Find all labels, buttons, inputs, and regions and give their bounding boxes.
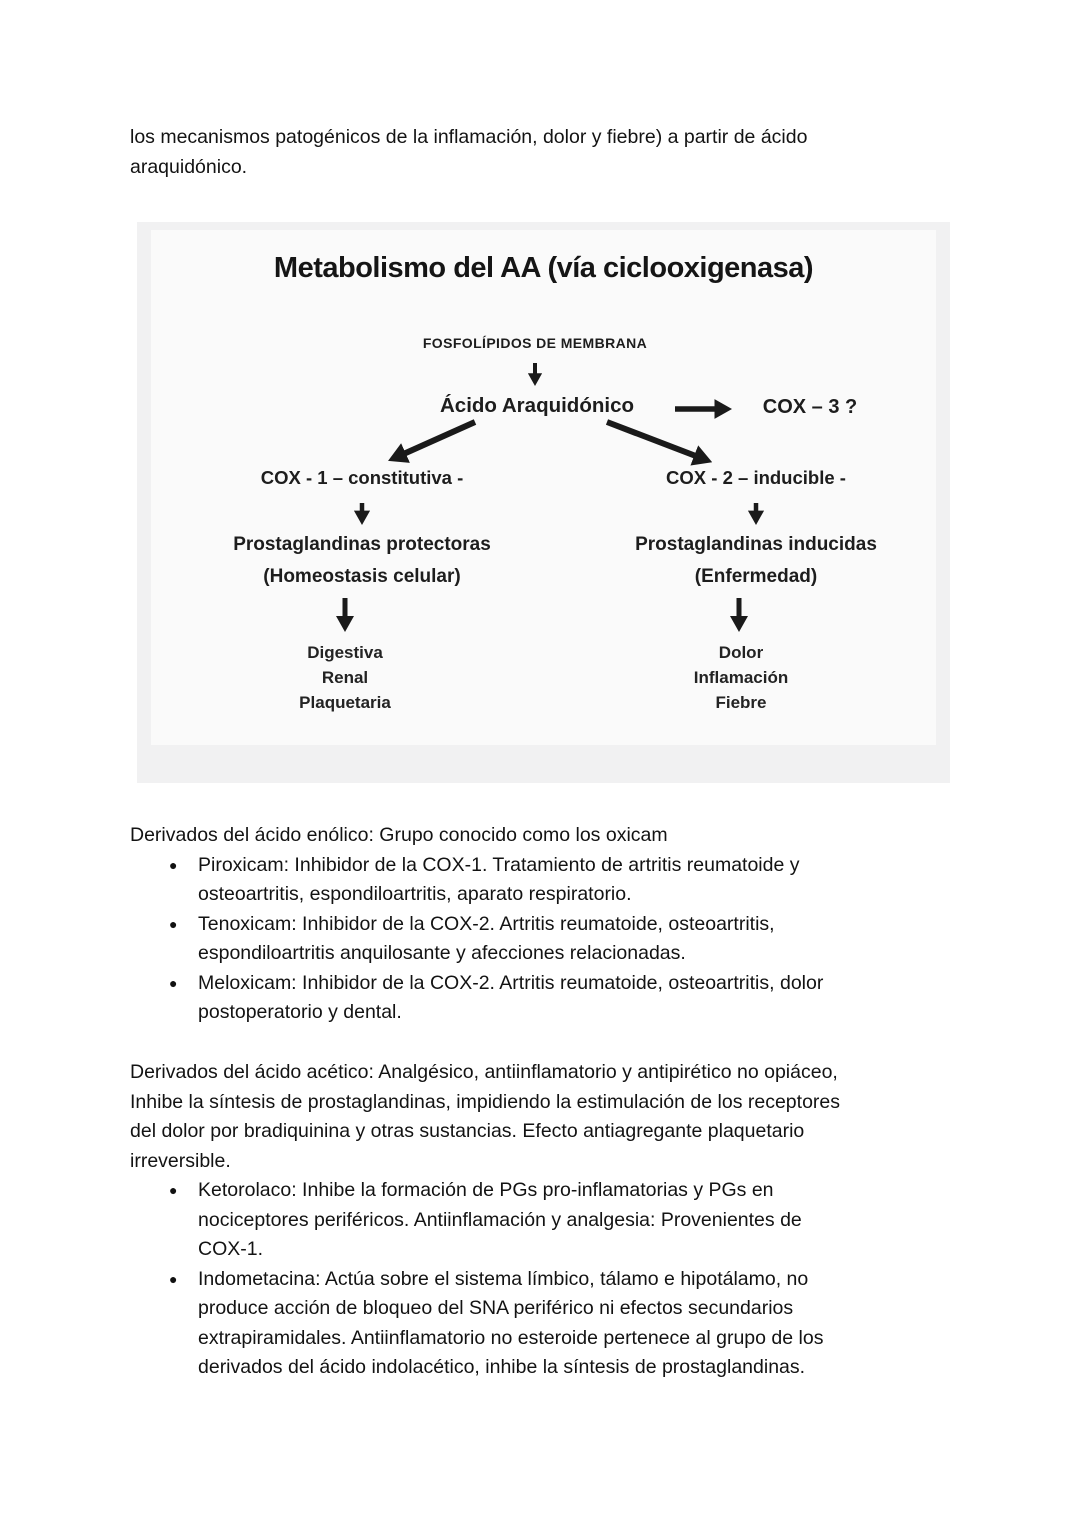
section-heading-line: del dolor por bradiquinina y otras susta… bbox=[130, 1120, 805, 1142]
diagram-slide-background bbox=[151, 230, 936, 745]
cox1-effects-list: Digestiva Renal Plaquetaria bbox=[299, 640, 391, 715]
cellular-homeostasis-label: (Homeostasis celular) bbox=[263, 566, 461, 587]
bullet-icon: ● bbox=[169, 1270, 178, 1287]
item-line: postoperatorio y dental. bbox=[198, 1001, 402, 1023]
list-item: ● Piroxicam: Inhibidor de la COX-1. Trat… bbox=[130, 851, 970, 910]
effect-item: Plaquetaria bbox=[299, 693, 391, 712]
item-line: Piroxicam: Inhibidor de la COX-1. Tratam… bbox=[198, 853, 800, 876]
membrane-phospholipids-label: FOSFOLÍPIDOS DE MEMBRANA bbox=[422, 335, 648, 351]
arachidonic-acid-node: Ácido Araquidónico bbox=[440, 394, 634, 417]
cox3-node: COX – 3 ? bbox=[762, 396, 858, 418]
section-acetic-derivatives: Derivados del ácido acético: Analgésico,… bbox=[130, 1058, 970, 1383]
item-line: nociceptores periféricos. Antiinflamació… bbox=[198, 1208, 802, 1231]
effect-item: Digestiva bbox=[307, 643, 383, 662]
list-item: ● Meloxicam: Inhibidor de la COX-2. Artr… bbox=[130, 969, 970, 1028]
induced-prostaglandins-label: Prostaglandinas inducidas bbox=[635, 534, 877, 555]
section-heading-line: Inhibe la síntesis de prostaglandinas, i… bbox=[130, 1090, 840, 1113]
section-heading: Derivados del ácido enólico: Grupo conoc… bbox=[130, 824, 668, 846]
item-line: Indometacina: Actúa sobre el sistema lím… bbox=[198, 1267, 809, 1290]
section-heading-line: Derivados del ácido acético: Analgésico,… bbox=[130, 1061, 838, 1083]
effect-item: Dolor bbox=[718, 643, 764, 662]
bullet-list: ● Ketorolaco: Inhibe la formación de PGs… bbox=[130, 1176, 970, 1383]
section-enolic-derivatives: Derivados del ácido enólico: Grupo conoc… bbox=[130, 821, 970, 1028]
protective-prostaglandins-label: Prostaglandinas protectoras bbox=[233, 534, 491, 555]
section-heading-line: irreversible. bbox=[130, 1149, 231, 1172]
item-line: COX-1. bbox=[198, 1238, 264, 1260]
item-line: Ketorolaco: Inhibe la formación de PGs p… bbox=[198, 1179, 774, 1201]
effect-item: Fiebre bbox=[715, 693, 767, 712]
bullet-icon: ● bbox=[169, 856, 178, 873]
item-line: Tenoxicam: Inhibidor de la COX-2. Artrit… bbox=[198, 912, 775, 935]
cox2-node: COX - 2 – inducible - bbox=[666, 467, 846, 488]
list-item: ● Ketorolaco: Inhibe la formación de PGs… bbox=[130, 1176, 970, 1265]
diagram-title: Metabolismo del AA (vía ciclooxigenasa) bbox=[273, 252, 814, 284]
list-item: ● Tenoxicam: Inhibidor de la COX-2. Artr… bbox=[130, 910, 970, 969]
item-line: osteoartritis, espondiloartritis, aparat… bbox=[198, 883, 632, 905]
cox1-node: COX - 1 – constitutiva - bbox=[260, 467, 464, 488]
cox2-effects-list: Dolor Inflamación Fiebre bbox=[694, 640, 788, 715]
bullet-icon: ● bbox=[169, 915, 178, 932]
bullet-icon: ● bbox=[169, 974, 178, 991]
bullet-icon: ● bbox=[169, 1182, 178, 1198]
effect-item: Inflamación bbox=[693, 668, 789, 687]
intro-paragraph: los mecanismos patogénicos de la inflama… bbox=[130, 122, 807, 182]
intro-line: araquidónico. bbox=[130, 156, 248, 178]
item-line: derivados del ácido indolacético, inhibe… bbox=[198, 1356, 806, 1378]
effect-item: Renal bbox=[321, 668, 369, 687]
intro-line: los mecanismos patogénicos de la inflama… bbox=[130, 126, 808, 148]
bullet-list: ● Piroxicam: Inhibidor de la COX-1. Trat… bbox=[130, 851, 970, 1028]
list-item: ● Indometacina: Actúa sobre el sistema l… bbox=[130, 1265, 970, 1383]
item-line: produce acción de bloqueo del SNA perifé… bbox=[198, 1297, 794, 1319]
metabolism-diagram: Metabolismo del AA (vía ciclooxigenasa) … bbox=[137, 222, 950, 783]
item-line: Meloxicam: Inhibidor de la COX-2. Artrit… bbox=[198, 971, 824, 994]
disease-label: (Enfermedad) bbox=[694, 566, 818, 587]
item-line: extrapiramidales. Antiinflamatorio no es… bbox=[198, 1326, 824, 1349]
item-line: espondiloartritis anquilosante y afeccio… bbox=[198, 942, 686, 964]
